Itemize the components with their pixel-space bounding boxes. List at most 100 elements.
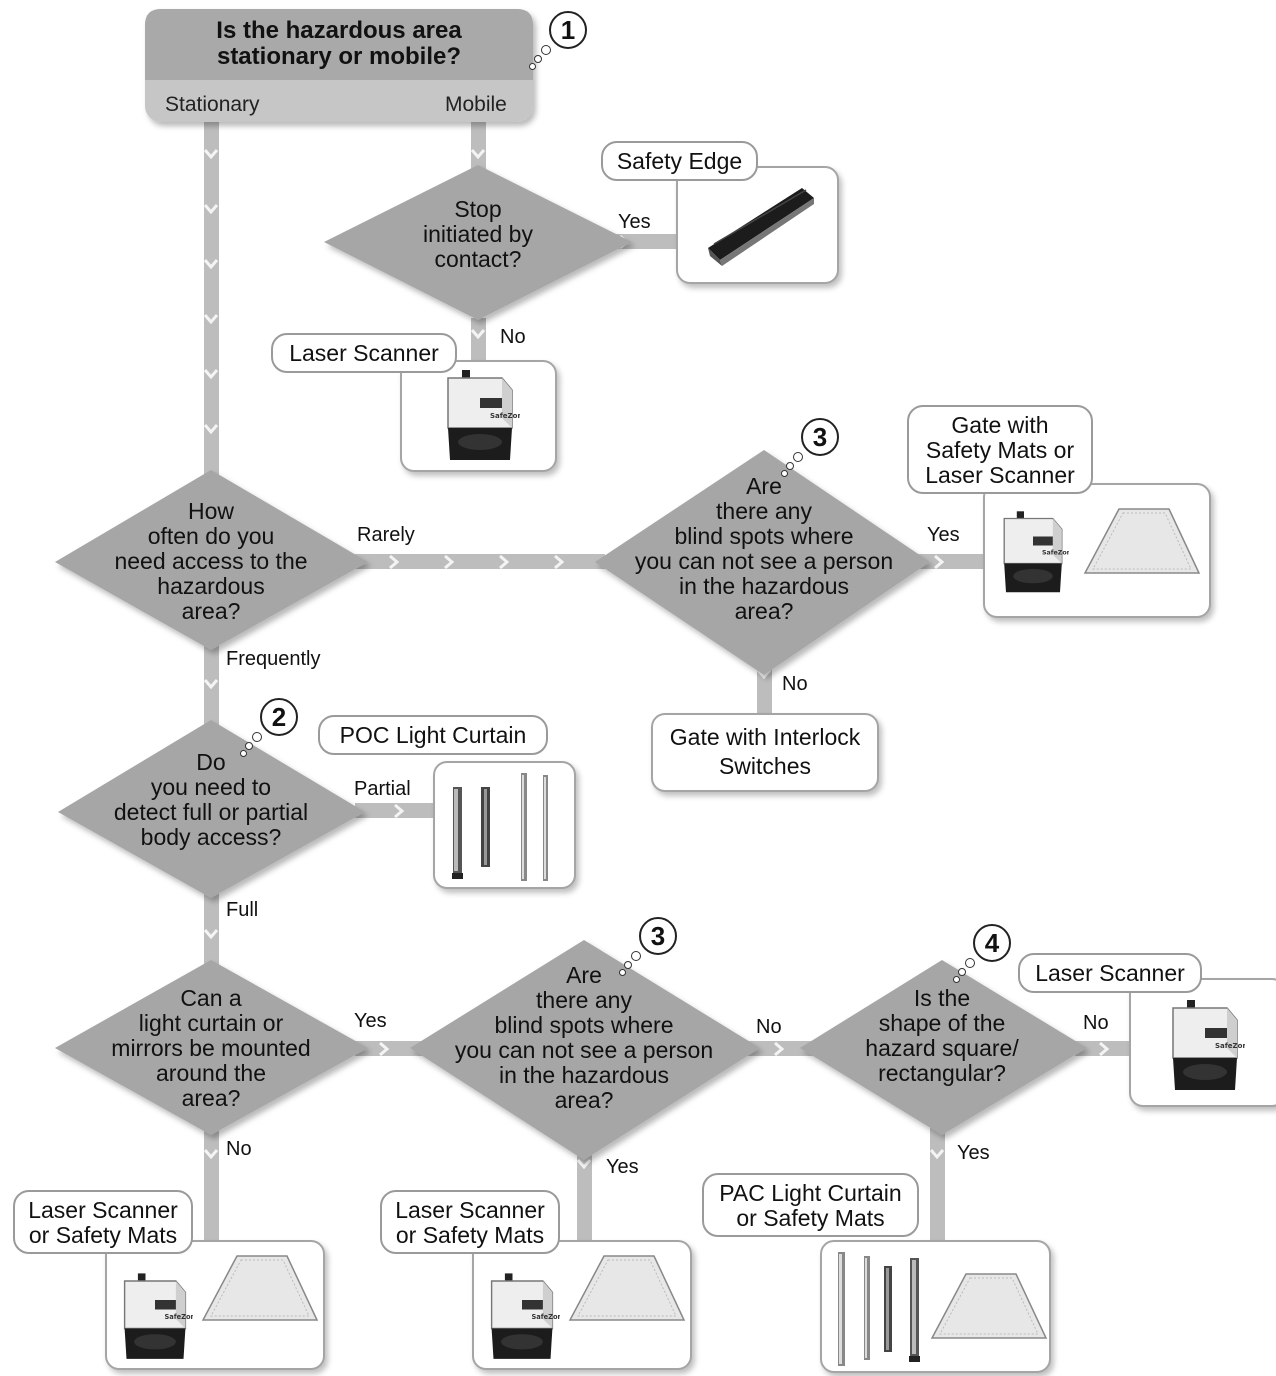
- thought-bubble-icon: [541, 45, 551, 55]
- arrow-down-icon: [203, 204, 219, 215]
- result-card-gate-interlock: [651, 713, 879, 792]
- label-contact-yes: Yes: [618, 211, 651, 233]
- arrow-down-icon: [203, 929, 219, 940]
- blind1-line-4: you can not see a person: [635, 548, 893, 574]
- svg-text:SafeZone: SafeZone: [1215, 1042, 1245, 1050]
- mount-line-4: around the: [156, 1060, 266, 1086]
- arrow-down-icon: [203, 314, 219, 325]
- blind2-line-5: in the hazardous: [499, 1062, 669, 1088]
- blind2-line-2: there any: [536, 987, 632, 1013]
- mount-line-3: mirrors be mounted: [111, 1035, 310, 1061]
- access-line-2: often do you: [148, 523, 275, 549]
- connector-blind1-yes: [915, 554, 990, 569]
- safety-mat-icon: [930, 1273, 1048, 1339]
- safety-mat-icon: [568, 1255, 686, 1321]
- laser-scanner-icon: SafeZone: [1003, 511, 1069, 593]
- safety-mat-icon: [201, 1255, 319, 1321]
- blind1-line-5: in the hazardous: [679, 573, 849, 599]
- label-access-frequently: Frequently: [226, 648, 321, 670]
- thought-bubble-icon: [245, 742, 253, 750]
- arrow-down-icon: [470, 329, 486, 340]
- flow-arrows: [203, 149, 1110, 1170]
- arrow-right-icon: [394, 803, 405, 819]
- gate-interlock-line-1: Gate with Interlock: [669, 724, 861, 750]
- thought-bubble-icon: [624, 961, 632, 969]
- connector-blind2-yes: [577, 1140, 592, 1243]
- result-card-ls-mats-1: SafeZone: [105, 1240, 325, 1370]
- connector-frequently: [204, 625, 219, 735]
- safety-edge-icon: [708, 188, 814, 266]
- label-contact-no: No: [500, 326, 526, 348]
- access-line-3: need access to the: [114, 548, 307, 574]
- access-line-4: hazardous: [157, 573, 264, 599]
- pac-line-2: or Safety Mats: [736, 1205, 885, 1231]
- text-mount: Can a light curtain or mirrors be mounte…: [111, 985, 310, 1111]
- gate-interlock-line-2: Switches: [718, 753, 812, 779]
- arrow-right-icon: [389, 554, 400, 570]
- note-badge-2: 2: [260, 698, 298, 736]
- arrow-down-icon: [203, 424, 219, 435]
- thought-bubble-icon: [953, 976, 960, 983]
- body-line-1: Do: [196, 749, 225, 775]
- mount-line-1: Can a: [180, 985, 242, 1011]
- label-access-rarely: Rarely: [357, 524, 415, 546]
- contact-line-1: Stop: [454, 196, 501, 222]
- label-blind2-no: No: [756, 1016, 782, 1038]
- contact-line-2: initiated by: [423, 221, 533, 247]
- result-label-laser-scanner-1: Laser Scanner: [271, 333, 457, 373]
- result-label-pac: PAC Light Curtain or Safety Mats: [702, 1173, 919, 1237]
- result-card-laser-scanner-2: SafeZone: [1129, 978, 1276, 1107]
- result-card-safety-edge: [676, 166, 839, 284]
- arrow-right-icon: [554, 554, 565, 570]
- start-question: [145, 9, 533, 122]
- result-label-laser-scanner-2: Laser Scanner: [1018, 953, 1202, 993]
- result-label-poc: POC Light Curtain: [318, 715, 548, 755]
- blind2-line-6: area?: [555, 1087, 614, 1113]
- thought-bubble-icon: [793, 452, 803, 462]
- arrow-down-icon: [203, 259, 219, 270]
- label-blind1-no: No: [782, 673, 808, 695]
- start-question-line1: Is the hazardous area: [216, 17, 462, 44]
- start-question-line2: stationary or mobile?: [217, 43, 461, 70]
- laser-scanner-icon: SafeZone: [1172, 1000, 1245, 1090]
- thought-bubble-icon: [631, 951, 641, 961]
- result-label-ls-mats-2: Laser Scanner or Safety Mats: [380, 1190, 560, 1254]
- result-label-safety-edge: Safety Edge: [601, 141, 758, 181]
- label-blind2-yes: Yes: [606, 1156, 639, 1178]
- arrow-down-icon: [203, 679, 219, 690]
- decision-blind-spots-2: [410, 940, 760, 1160]
- result-label-ls-mats-1: Laser Scanner or Safety Mats: [13, 1190, 193, 1254]
- shape-line-2: shape of the: [879, 1010, 1006, 1036]
- body-line-4: body access?: [141, 824, 282, 850]
- thought-bubble-icon: [529, 63, 536, 70]
- arrow-right-icon: [444, 554, 455, 570]
- start-option-mobile: Mobile: [445, 93, 507, 116]
- text-contact: Stop initiated by contact?: [423, 196, 533, 272]
- arrow-right-icon: [934, 554, 945, 570]
- label-blind1-yes: Yes: [927, 524, 960, 546]
- access-line-1: How: [188, 498, 234, 524]
- result-label-gate-safety-mats: Gate with Safety Mats or Laser Scanner: [907, 405, 1093, 494]
- pac-line-1: PAC Light Curtain: [719, 1180, 902, 1206]
- light-curtain-icon: [838, 1252, 920, 1366]
- result-card-laser-scanner-1: SafeZone: [400, 360, 557, 472]
- thought-bubble-icon: [252, 732, 262, 742]
- note-badge-3b: 3: [639, 917, 677, 955]
- arrow-down-icon: [203, 369, 219, 380]
- arrow-down-icon: [576, 1159, 592, 1170]
- connector-rarely: [355, 554, 605, 569]
- svg-text:SafeZone: SafeZone: [532, 1313, 561, 1321]
- arrow-right-icon: [379, 1041, 390, 1057]
- blind2-line-4: you can not see a person: [455, 1037, 713, 1063]
- blind2-line-3: blind spots where: [495, 1012, 674, 1038]
- ls-mats-1-line-1: Laser Scanner: [28, 1197, 178, 1223]
- start-option-stationary: Stationary: [165, 93, 260, 116]
- blind1-line-1: Are: [746, 473, 782, 499]
- mount-line-2: light curtain or: [139, 1010, 284, 1036]
- ls-mats-1-line-2: or Safety Mats: [28, 1222, 178, 1248]
- connector-full: [204, 880, 219, 970]
- safety-mat-icon: [1083, 508, 1201, 574]
- result-card-gate-safety-mats: SafeZone: [983, 483, 1211, 618]
- text-blind-spots-1: Are there any blind spots where you can …: [635, 473, 893, 624]
- shape-line-3: hazard square/: [865, 1035, 1019, 1061]
